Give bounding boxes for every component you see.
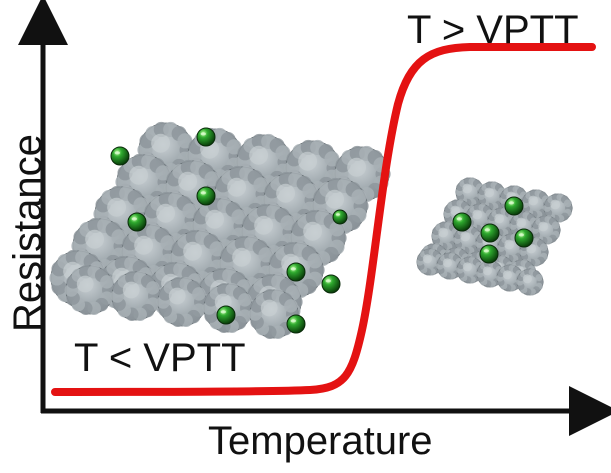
green-nanoparticle-icon xyxy=(196,186,216,206)
green-nanoparticle-icon xyxy=(479,244,499,264)
hydrogel-bead xyxy=(543,193,573,223)
green-nanoparticle-icon xyxy=(504,196,524,216)
green-nanoparticle-icon xyxy=(286,314,306,334)
green-nanoparticle-icon xyxy=(321,274,341,294)
low-state-label: T < VPTT xyxy=(74,336,246,380)
hydrogel-bead xyxy=(516,268,544,296)
hydrogel-bead xyxy=(455,177,485,207)
green-nanoparticle-icon xyxy=(196,127,216,147)
hydrogel-bead xyxy=(156,277,208,327)
collapsed-hydrogel-array-icon xyxy=(416,177,573,296)
hydrogel-bead xyxy=(240,203,298,261)
x-axis-label: Temperature xyxy=(208,419,433,463)
swollen-hydrogel-array-icon xyxy=(49,121,391,339)
hydrogel-bead xyxy=(519,237,549,267)
y-axis-label: Resistance xyxy=(6,134,50,332)
resistance-curve xyxy=(51,43,596,396)
green-nanoparticle-icon xyxy=(480,223,500,243)
hydrogel-bead xyxy=(311,177,369,235)
green-nanoparticle-icon xyxy=(514,228,534,248)
green-nanoparticle-icon xyxy=(110,146,130,166)
green-nanoparticle-icon xyxy=(127,212,147,232)
green-nanoparticle-icon xyxy=(286,262,306,282)
green-nanoparticle-icon xyxy=(452,212,472,232)
hydrogel-bead xyxy=(248,289,300,339)
hydrogel-bead xyxy=(64,265,116,315)
high-state-label: T > VPTT xyxy=(407,8,579,52)
green-nanoparticle-icon xyxy=(216,305,236,325)
green-nanoparticle-icon xyxy=(332,209,348,225)
hydrogel-bead xyxy=(213,165,271,223)
released-nanoparticles xyxy=(286,274,341,334)
